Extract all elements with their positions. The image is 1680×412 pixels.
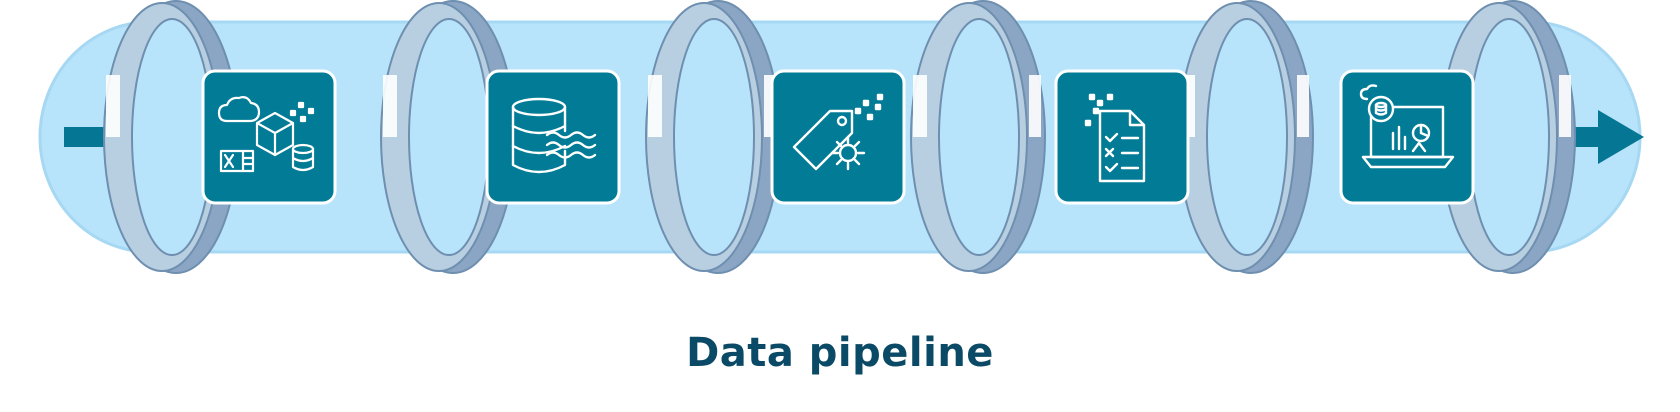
pipe-ring: [645, 0, 781, 274]
pipe-ring: [103, 0, 239, 274]
stage-tile-store: [485, 69, 621, 205]
data-lake-icon: [511, 97, 597, 174]
tag-gear-icon: [792, 93, 884, 171]
stage-tile-ingest: [201, 69, 337, 205]
pipe-ring: [1178, 0, 1314, 274]
diagram-title: Data pipeline: [686, 330, 994, 376]
stage-tile-validate: [1054, 69, 1190, 205]
pipeline-diagram: [38, 0, 1644, 274]
stage-tile-transform: [770, 69, 906, 205]
analytics-laptop-icon: [1359, 84, 1455, 169]
checklist-icon: [1084, 93, 1146, 183]
stage-tile-analyze: [1339, 69, 1475, 205]
pipe-ring: [910, 0, 1046, 274]
pipe-ring: [1440, 0, 1576, 274]
sources-ingest-icon: [217, 96, 315, 173]
